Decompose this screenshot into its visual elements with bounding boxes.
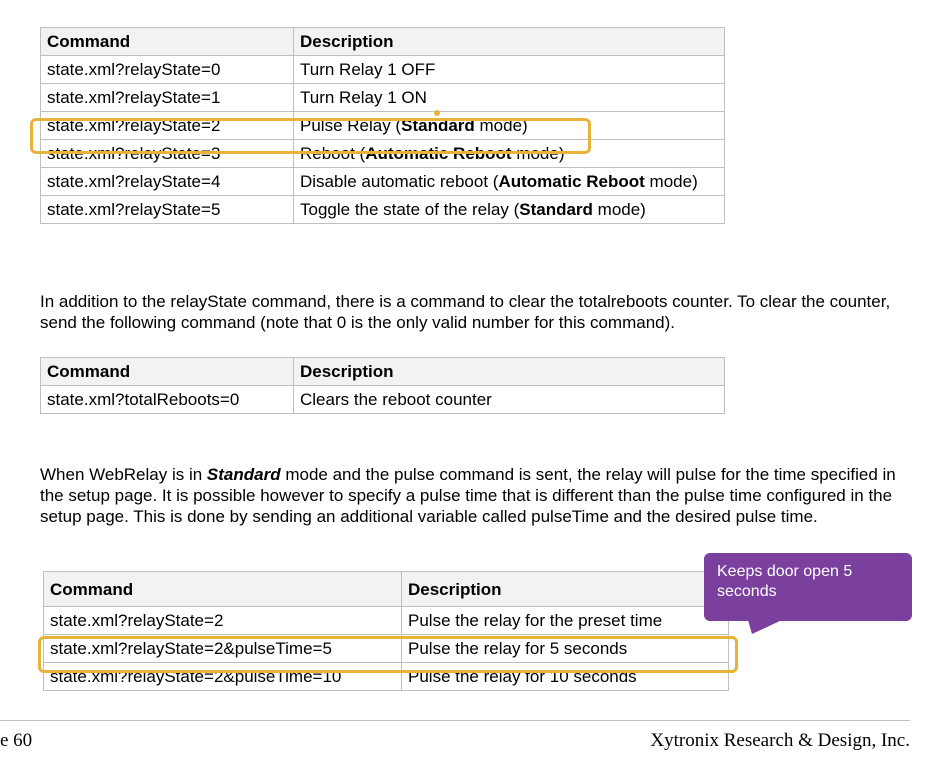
bold-text: Standard bbox=[207, 465, 281, 484]
bold-text: Standard bbox=[519, 200, 593, 219]
text-span: Pulse the relay for 5 seconds bbox=[408, 639, 628, 658]
total-reboots-table: Command Description state.xml?totalReboo… bbox=[40, 357, 725, 414]
text-span: Turn Relay 1 ON bbox=[300, 88, 427, 107]
bold-text: Automatic Reboot bbox=[498, 172, 645, 191]
highlight-box-pulse-relay bbox=[30, 118, 591, 154]
pulse-time-table: Command Description state.xml?relayState… bbox=[43, 571, 729, 691]
command-cell: state.xml?relayState=4 bbox=[40, 167, 294, 196]
column-header-description: Description bbox=[293, 27, 725, 56]
text-span: Toggle the state of the relay ( bbox=[300, 200, 520, 219]
description-cell: Turn Relay 1 OFF bbox=[293, 55, 725, 84]
column-header-description: Description bbox=[293, 357, 725, 386]
command-cell: state.xml?relayState=2 bbox=[43, 606, 402, 635]
description-cell: Pulse the relay for the preset time bbox=[401, 606, 729, 635]
text-span: mode) bbox=[592, 200, 646, 219]
company-name: Xytronix Research & Design, Inc. bbox=[650, 730, 910, 751]
description-cell: Clears the reboot counter bbox=[293, 385, 725, 414]
text-span: Pulse the relay for the preset time bbox=[408, 611, 663, 630]
text-span: When WebRelay is in bbox=[40, 465, 207, 484]
text-span: Turn Relay 1 OFF bbox=[300, 60, 436, 79]
callout-note: Keeps door open 5 seconds bbox=[704, 553, 912, 621]
paragraph-total-reboots: In addition to the relayState command, t… bbox=[40, 292, 891, 332]
description-cell: Turn Relay 1 ON bbox=[293, 83, 725, 112]
description-cell: Toggle the state of the relay (Standard … bbox=[293, 195, 725, 224]
emphasis-text: Standard bbox=[206, 465, 281, 484]
column-header-command: Command bbox=[40, 27, 294, 56]
highlight-box-pulse-time-5 bbox=[38, 636, 738, 673]
text-span: Clears the reboot counter bbox=[300, 390, 492, 409]
page-number: e 60 bbox=[0, 730, 33, 751]
table-row: state.xml?relayState=2 Pulse the relay fo… bbox=[43, 606, 729, 635]
command-cell: state.xml?relayState=1 bbox=[40, 83, 294, 112]
column-header-description: Description bbox=[401, 571, 729, 607]
column-header-command: Command bbox=[43, 571, 402, 607]
text-span: mode) bbox=[644, 172, 698, 191]
text-span: Disable automatic reboot ( bbox=[300, 172, 499, 191]
command-cell: state.xml?relayState=5 bbox=[40, 195, 294, 224]
table-row: state.xml?relayState=0 Turn Relay 1 OFF bbox=[40, 55, 725, 84]
footer-divider bbox=[0, 720, 910, 721]
column-header-command: Command bbox=[40, 357, 294, 386]
table-row: state.xml?totalReboots=0 Clears the reboo… bbox=[40, 385, 725, 414]
table-row: state.xml?relayState=1 Turn Relay 1 ON bbox=[40, 83, 725, 112]
text-span: mode and the pulse command is sent, the … bbox=[40, 465, 896, 526]
paragraph-pulse-time: When WebRelay is in Standard mode and th… bbox=[40, 464, 920, 527]
description-cell: Disable automatic reboot (Automatic Rebo… bbox=[293, 167, 725, 196]
command-cell: state.xml?relayState=0 bbox=[40, 55, 294, 84]
cursor-marker bbox=[434, 110, 440, 116]
command-cell: state.xml?totalReboots=0 bbox=[40, 385, 294, 414]
callout-tail bbox=[748, 620, 782, 634]
